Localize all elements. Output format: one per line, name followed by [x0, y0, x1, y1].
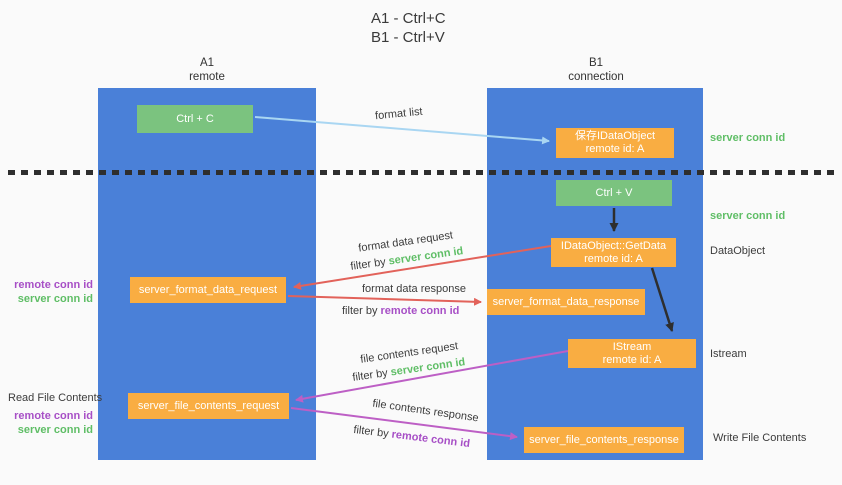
file-contents-request-arrow — [295, 350, 569, 403]
ctrl-c-node: Ctrl + C — [137, 105, 253, 133]
annotation-write-file-contents: Write File Contents — [713, 432, 807, 444]
remote-conn-id-text: remote conn id — [380, 305, 460, 317]
server-file-contents-response-label: server_file_contents_response — [529, 433, 679, 446]
lane-header-b1: B1 connection — [536, 56, 656, 84]
format-list-arrow — [254, 116, 550, 145]
file-contents-response-arrow — [290, 407, 518, 441]
format-data-response-arrow — [287, 295, 482, 306]
dashed-separator-line — [8, 170, 834, 175]
server-format-data-response-node: server_format_data_response — [487, 289, 645, 315]
server-file-contents-request-node: server_file_contents_request — [128, 393, 289, 419]
ctrl-c-label: Ctrl + C — [176, 112, 214, 125]
annotation-server-conn-id-bottom: server conn id — [17, 424, 93, 436]
istream-node: IStream remote id: A — [568, 339, 696, 368]
annotation-server-conn-id-top: server conn id — [710, 132, 786, 144]
format-data-response-label: format data response — [362, 283, 466, 295]
ctrl-v-label: Ctrl + V — [595, 186, 633, 199]
annotation-dataobject: DataObject — [710, 245, 766, 257]
lane-a1-name: A1 — [199, 57, 215, 69]
format-data-request-arrow — [293, 245, 552, 290]
server-format-data-response-label: server_format_data_response — [492, 295, 640, 308]
title-line-2: B1 - Ctrl+V — [371, 29, 445, 46]
getdata-to-istream-arrow — [650, 267, 674, 332]
save-dataobject-node: 保存IDataObject remote id: A — [556, 128, 674, 158]
server-file-contents-request-label: server_file_contents_request — [137, 399, 280, 412]
annotation-read-file-contents: Read File Contents — [8, 392, 103, 404]
lane-header-a1: A1 remote — [147, 56, 267, 84]
save-dataobject-line1: 保存IDataObject — [574, 130, 656, 142]
lane-b1-name: B1 — [588, 57, 604, 69]
getdata-line1: IDataObject::GetData — [560, 239, 667, 252]
annotation-server-conn-id-mid-left: server conn id — [17, 293, 93, 305]
istream-line2: remote id: A — [602, 353, 662, 366]
lane-a1-subtitle: remote — [189, 71, 225, 83]
server-format-data-request-label: server_format_data_request — [138, 283, 278, 296]
server-format-data-request-node: server_format_data_request — [130, 277, 286, 303]
server-file-contents-response-node: server_file_contents_response — [524, 427, 684, 453]
filter-by-remote-conn-id-label-1: filter by remote conn id — [342, 305, 459, 317]
istream-line1: IStream — [612, 340, 652, 353]
annotation-istream: Istream — [710, 348, 747, 360]
ctrl-v-node: Ctrl + V — [556, 180, 672, 206]
lane-b1-subtitle: connection — [568, 71, 624, 83]
diagram-title: A1 - Ctrl+C B1 - Ctrl+V — [371, 9, 446, 47]
annotation-remote-conn-id-mid: remote conn id — [14, 279, 93, 291]
title-line-1: A1 - Ctrl+C — [371, 10, 446, 27]
save-dataobject-line2: remote id: A — [585, 143, 645, 155]
annotation-server-conn-id-mid: server conn id — [710, 210, 786, 222]
getdata-node: IDataObject::GetData remote id: A — [551, 238, 676, 267]
filter-by-text: filter by — [342, 305, 381, 317]
annotation-remote-conn-id-bottom: remote conn id — [14, 410, 93, 422]
getdata-line2: remote id: A — [584, 252, 643, 265]
